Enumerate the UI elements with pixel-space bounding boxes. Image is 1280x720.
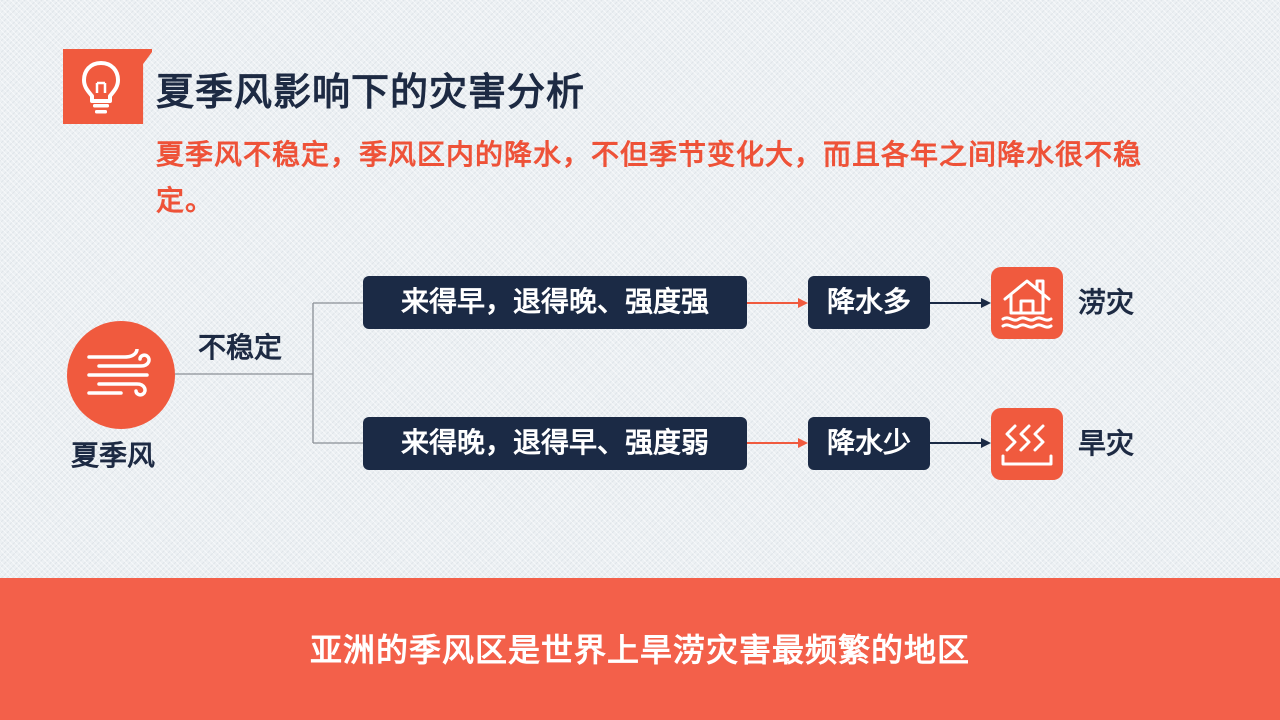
root-label: 夏季风	[71, 439, 156, 472]
flood-house-icon	[1001, 279, 1053, 329]
flood-icon-box	[991, 267, 1063, 339]
condition-box-1: 来得早，退得晚、强度强	[363, 276, 747, 329]
drought-icon	[1001, 424, 1053, 466]
page-subtitle: 夏季风不稳定，季风区内的降水，不但季节变化大，而且各年之间降水很不稳定。	[156, 138, 1143, 217]
drought-icon-box	[991, 408, 1063, 480]
disaster-label-1: 涝灾	[1078, 286, 1135, 319]
footer-text: 亚洲的季风区是世界上旱涝灾害最频繁的地区	[309, 631, 970, 669]
disaster-label-2: 旱灾	[1078, 427, 1135, 460]
result-box-2: 降水少	[808, 417, 930, 470]
page-title: 夏季风影响下的灾害分析	[156, 70, 586, 114]
root-node	[67, 321, 175, 429]
wind-icon	[87, 349, 151, 397]
footer-band	[0, 578, 1280, 720]
lightbulb-icon	[82, 61, 120, 114]
result-box-1: 降水多	[808, 276, 930, 329]
tree-lines	[175, 302, 363, 444]
branch-label: 不稳定	[198, 331, 283, 364]
condition-box-2: 来得晚，退得早、强度弱	[363, 417, 747, 470]
title-badge	[63, 49, 152, 124]
